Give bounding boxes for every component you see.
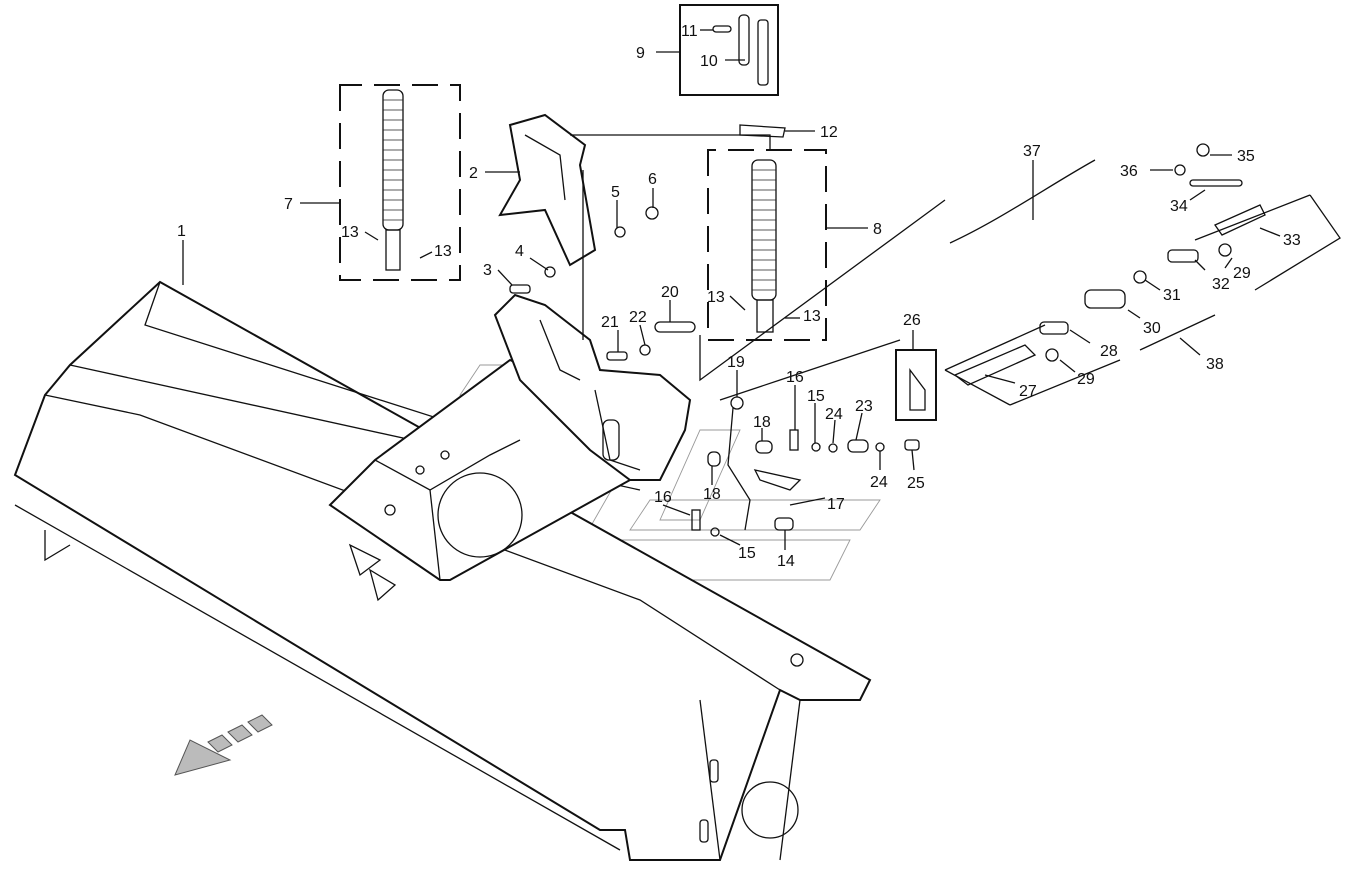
spring-assembly-7 [339, 84, 461, 281]
label-31: 31 [1163, 287, 1181, 304]
label-7: 7 [284, 196, 293, 213]
label-38: 38 [1206, 356, 1224, 373]
label-33: 33 [1283, 232, 1301, 249]
leader-lines [182, 29, 1281, 550]
label-3: 3 [483, 262, 492, 279]
box-26 [895, 349, 937, 421]
label-15-b: 15 [738, 545, 756, 562]
label-5: 5 [611, 184, 620, 201]
label-8: 8 [873, 221, 882, 238]
label-15-a: 15 [807, 388, 825, 405]
label-37: 37 [1023, 143, 1041, 160]
label-29-a: 29 [1077, 371, 1095, 388]
label-2: 2 [469, 165, 478, 182]
label-11: 11 [681, 23, 698, 40]
label-16-a: 16 [786, 369, 804, 386]
label-28: 28 [1100, 343, 1118, 360]
label-13-a: 13 [341, 224, 359, 241]
label-23: 23 [855, 398, 873, 415]
label-24-b: 24 [870, 474, 888, 491]
label-36: 36 [1120, 163, 1138, 180]
label-18-a: 18 [753, 414, 771, 431]
label-21: 21 [601, 314, 619, 331]
label-13-d: 13 [803, 308, 821, 325]
label-27: 27 [1019, 383, 1037, 400]
chain-panel-38 [944, 143, 1341, 406]
label-9: 9 [636, 45, 645, 62]
label-12: 12 [820, 124, 838, 141]
small-parts [509, 124, 920, 537]
label-19: 19 [727, 354, 745, 371]
box-9 [679, 4, 779, 96]
label-18-b: 18 [703, 486, 721, 503]
label-34: 34 [1170, 198, 1188, 215]
label-32: 32 [1212, 276, 1230, 293]
direction-arrow [174, 714, 273, 776]
label-10: 10 [700, 53, 718, 70]
label-16-b: 16 [654, 489, 672, 506]
callout-labels: 1 2 3 4 5 6 7 8 9 10 11 12 13 13 13 13 1… [177, 23, 1301, 570]
label-14: 14 [777, 553, 795, 570]
label-25: 25 [907, 475, 925, 492]
label-29-b: 29 [1233, 265, 1251, 282]
gearbox-frame [328, 293, 692, 602]
label-1: 1 [177, 223, 186, 240]
label-24-a: 24 [825, 406, 843, 423]
label-6: 6 [648, 171, 657, 188]
label-35: 35 [1237, 148, 1255, 165]
label-22: 22 [629, 309, 647, 326]
cable-37 [949, 159, 1096, 244]
label-20: 20 [661, 284, 679, 301]
spring-assembly-8 [707, 149, 827, 341]
label-26: 26 [903, 312, 921, 329]
label-17: 17 [827, 496, 845, 513]
label-4: 4 [515, 243, 524, 260]
label-13-c: 13 [707, 289, 725, 306]
label-13-b: 13 [434, 243, 452, 260]
label-30: 30 [1143, 320, 1161, 337]
